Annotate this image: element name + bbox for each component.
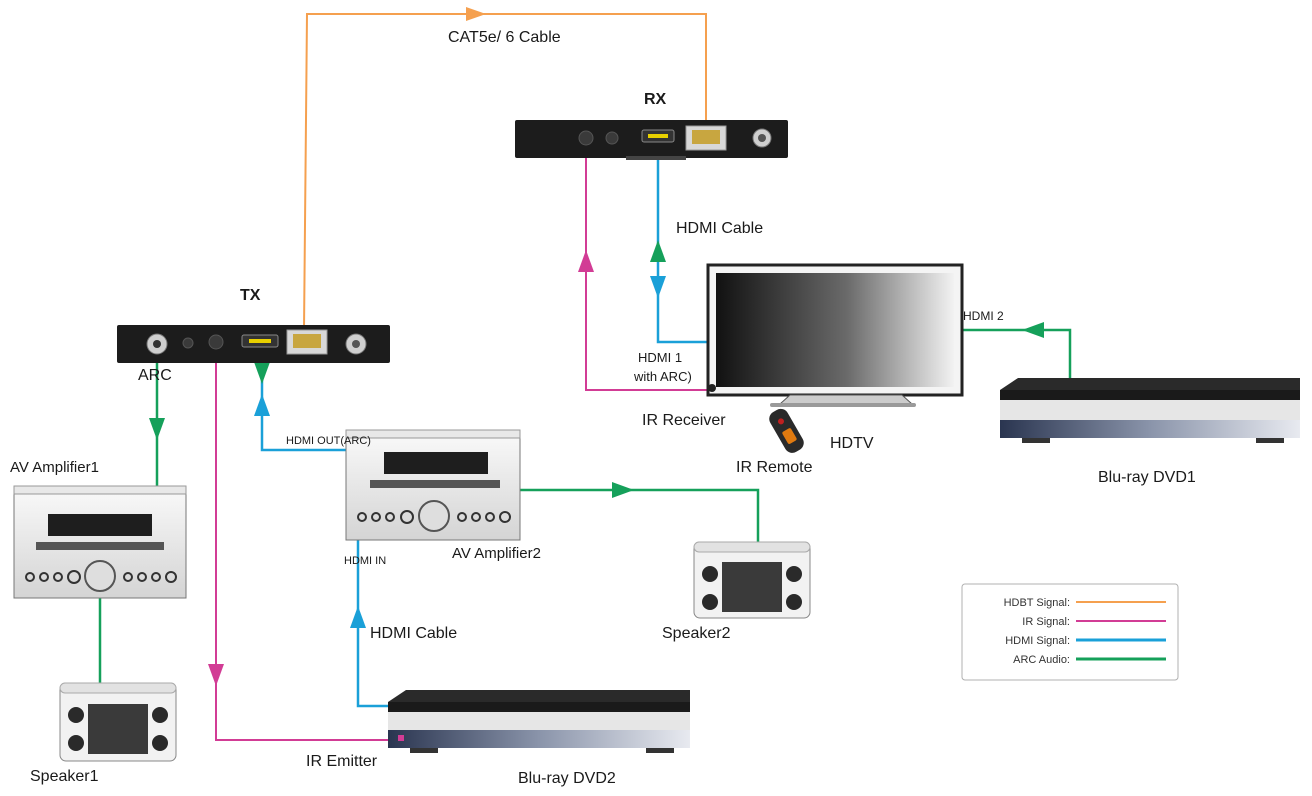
hdmi1-arc-label: with ARC) [633,369,692,384]
legend-ir-label: IR Signal: [1022,616,1070,628]
ir-emitter-label: IR Emitter [306,753,378,770]
legend-hdmi-label: HDMI Signal: [1005,635,1070,647]
hdmi-cable-bottom-label: HDMI Cable [370,625,457,642]
hdmi-out-arc-label: HDMI OUT(ARC) [286,435,371,447]
tx-device [117,325,390,363]
cat-cable-label: CAT5e/ 6 Cable [448,29,561,46]
signal-legend: HDBT Signal: IR Signal: HDMI Signal: ARC… [961,583,1179,681]
hdmi-cable-dvd2-amp2 [350,540,392,708]
ir-cable-rx [578,140,716,391]
bluray-dvd2-label: Blu-ray DVD2 [518,770,616,787]
rx-label: RX [644,91,667,108]
hdmi-in-label: HDMI IN [344,555,386,567]
speaker1-device [59,682,177,762]
bluray-dvd2-device [388,690,690,753]
hdmi-cable-top-label: HDMI Cable [676,220,763,237]
hdmi2-port-label: HDMI 2 [963,309,1004,323]
hdmi1-port-label: HDMI 1 [638,350,682,365]
hdmi-cable-rx-tv [650,140,712,344]
tx-label: TX [240,287,261,304]
bluray-dvd1-device [1000,378,1300,443]
av-amplifier2-device [345,429,521,541]
hdmi-cable-tx-amp2 [254,345,350,452]
ir-remote-icon [769,408,804,453]
speaker2-cable [520,482,760,548]
ir-remote-label: IR Remote [736,459,813,476]
bluray-dvd1-label: Blu-ray DVD1 [1098,469,1196,486]
hdtv-device [706,263,964,407]
hdmi-cable-dvd1-tv [962,322,1072,378]
rx-device [515,120,788,160]
legend-hdbt-label: HDBT Signal: [1004,597,1070,609]
hdtv-label: HDTV [830,435,874,452]
arc-port-label: ARC [138,367,172,384]
speaker1-label: Speaker1 [30,768,99,785]
av-amplifier1-label: AV Amplifier1 [10,459,99,476]
ir-receiver-label: IR Receiver [642,412,726,429]
hdbt-cable [303,7,707,331]
legend-arc-label: ARC Audio: [1013,654,1070,666]
av-amplifier2-label: AV Amplifier2 [452,545,541,562]
ir-cable-tx [208,344,400,741]
arc-up-arrow [650,240,666,262]
arc-cable-tx-amp1 [149,360,165,490]
speaker2-label: Speaker2 [662,625,731,642]
speaker2-device [693,541,811,619]
av-amplifier1-device [13,485,187,599]
